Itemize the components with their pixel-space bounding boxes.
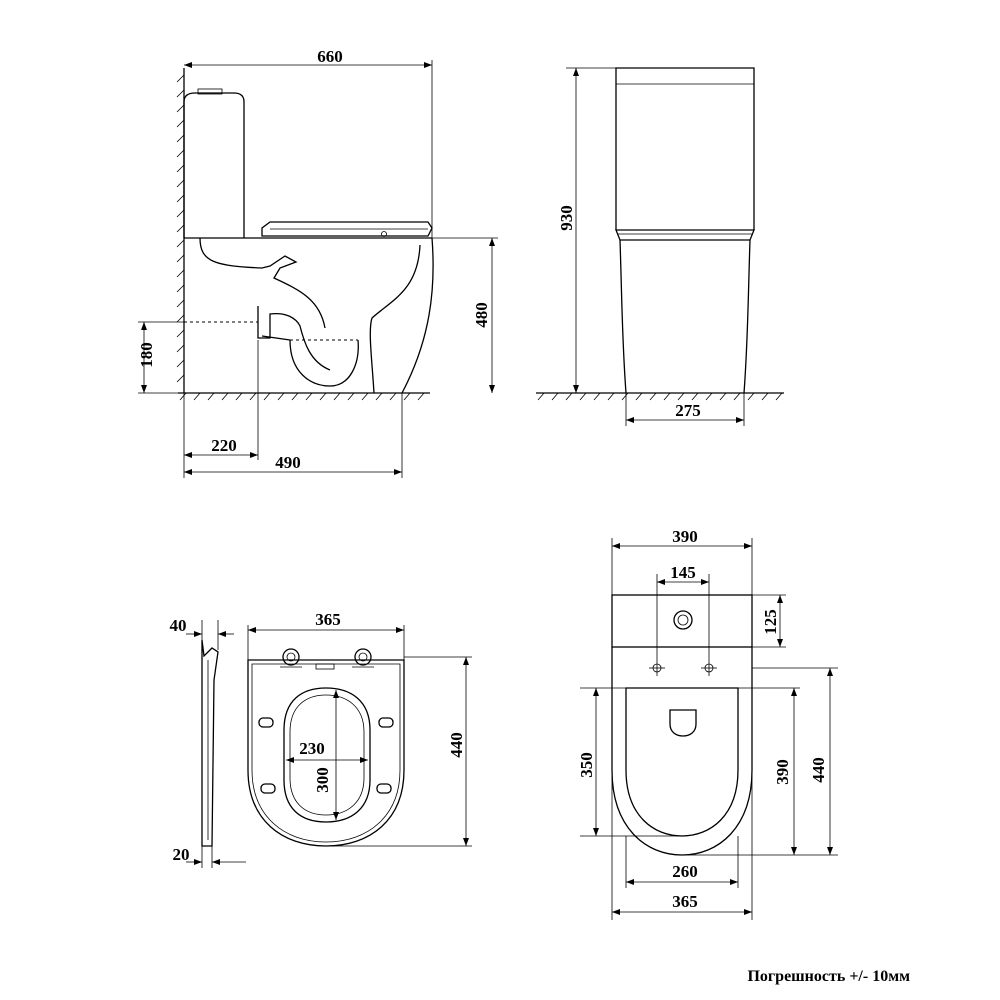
dim-145: 145 bbox=[670, 563, 696, 582]
top-bowl-inner bbox=[625, 687, 739, 837]
dim-seat-440: 440 bbox=[447, 732, 466, 758]
flush-button-side bbox=[197, 88, 223, 95]
top-outlet bbox=[669, 709, 697, 737]
top-bowl-outline bbox=[611, 647, 753, 856]
seat-profile: 40 20 bbox=[170, 616, 246, 868]
dim-440: 440 bbox=[809, 757, 828, 783]
fixing-hole-right bbox=[701, 660, 717, 676]
hinge-right bbox=[352, 648, 374, 668]
front-view: 930 275 bbox=[536, 67, 784, 426]
side-bowl-inner bbox=[369, 244, 421, 394]
bumper-right-top bbox=[378, 717, 394, 728]
dim-930: 930 bbox=[557, 205, 576, 231]
hinge-left bbox=[280, 648, 302, 668]
dim-390-side: 390 bbox=[773, 759, 792, 785]
side-trapway bbox=[199, 237, 331, 371]
bumper-left-bottom bbox=[260, 783, 276, 794]
dim-seat-365: 365 bbox=[315, 610, 341, 629]
side-tank bbox=[183, 92, 245, 238]
front-tank bbox=[615, 67, 755, 230]
dim-260: 260 bbox=[672, 862, 698, 881]
top-tank bbox=[611, 594, 753, 648]
dim-40: 40 bbox=[170, 616, 187, 635]
dim-180: 180 bbox=[137, 342, 156, 368]
dim-350: 350 bbox=[577, 752, 596, 778]
side-bowl-outline bbox=[401, 237, 434, 394]
dim-300: 300 bbox=[313, 767, 332, 793]
fixing-hole-left bbox=[649, 660, 665, 676]
dim-365-top: 365 bbox=[672, 892, 698, 911]
dim-660: 660 bbox=[317, 47, 343, 66]
dim-275: 275 bbox=[675, 401, 701, 420]
wall-hatching bbox=[176, 74, 185, 383]
bumper-left-top bbox=[258, 717, 274, 728]
side-view: 660 480 180 220 490 bbox=[137, 47, 498, 478]
dim-490: 490 bbox=[275, 453, 301, 472]
dim-480: 480 bbox=[472, 302, 491, 328]
top-view: 390 145 125 350 390 440 260 365 bbox=[577, 527, 838, 920]
front-seat-band bbox=[615, 229, 755, 241]
dim-390-top: 390 bbox=[672, 527, 698, 546]
front-bowl bbox=[619, 239, 751, 394]
dim-20: 20 bbox=[173, 845, 190, 864]
tolerance-note: Погрешность +/- 10мм bbox=[747, 968, 910, 985]
side-trap-bottom bbox=[289, 339, 359, 387]
seat-profile-outline bbox=[201, 639, 219, 847]
bumper-right-bottom bbox=[376, 783, 392, 794]
floor-hatching bbox=[179, 392, 425, 401]
dim-125: 125 bbox=[761, 609, 780, 635]
seat-top-view: 365 440 230 300 bbox=[247, 610, 472, 847]
flush-button-top bbox=[673, 610, 693, 630]
seat-opening bbox=[283, 687, 371, 823]
front-floor-hatching bbox=[537, 392, 783, 401]
dim-230: 230 bbox=[299, 739, 325, 758]
dim-220: 220 bbox=[211, 436, 237, 455]
